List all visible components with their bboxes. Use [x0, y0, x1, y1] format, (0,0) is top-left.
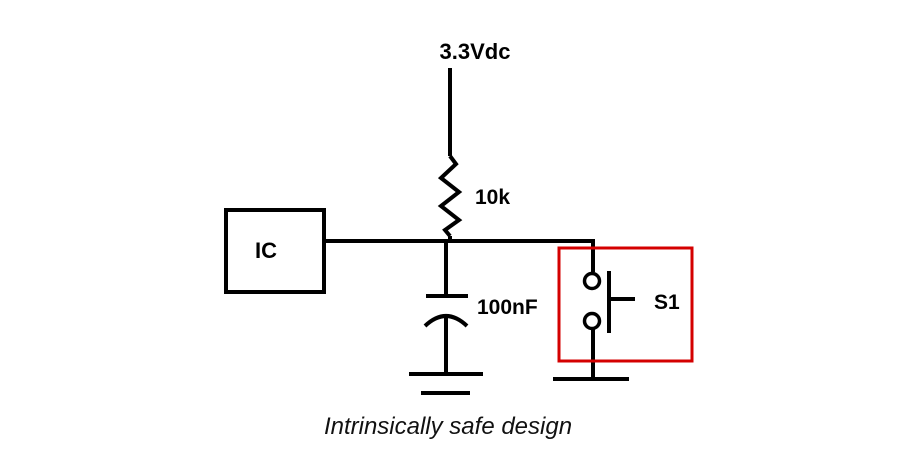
switch-top-contact	[582, 271, 602, 291]
resistor-label: 10k	[475, 186, 510, 209]
diagram-caption: Intrinsically safe design	[324, 413, 572, 440]
capacitor-label: 100nF	[477, 296, 538, 319]
switch-highlight-box	[557, 246, 694, 363]
resistor-symbol	[437, 154, 463, 238]
switch-bottom-contact	[582, 311, 602, 331]
ground-symbol-left	[409, 372, 483, 395]
switch-label: S1	[654, 291, 680, 314]
supply-voltage-label: 3.3Vdc	[440, 39, 511, 64]
ic-block	[224, 208, 326, 294]
ic-label: IC	[255, 238, 277, 263]
